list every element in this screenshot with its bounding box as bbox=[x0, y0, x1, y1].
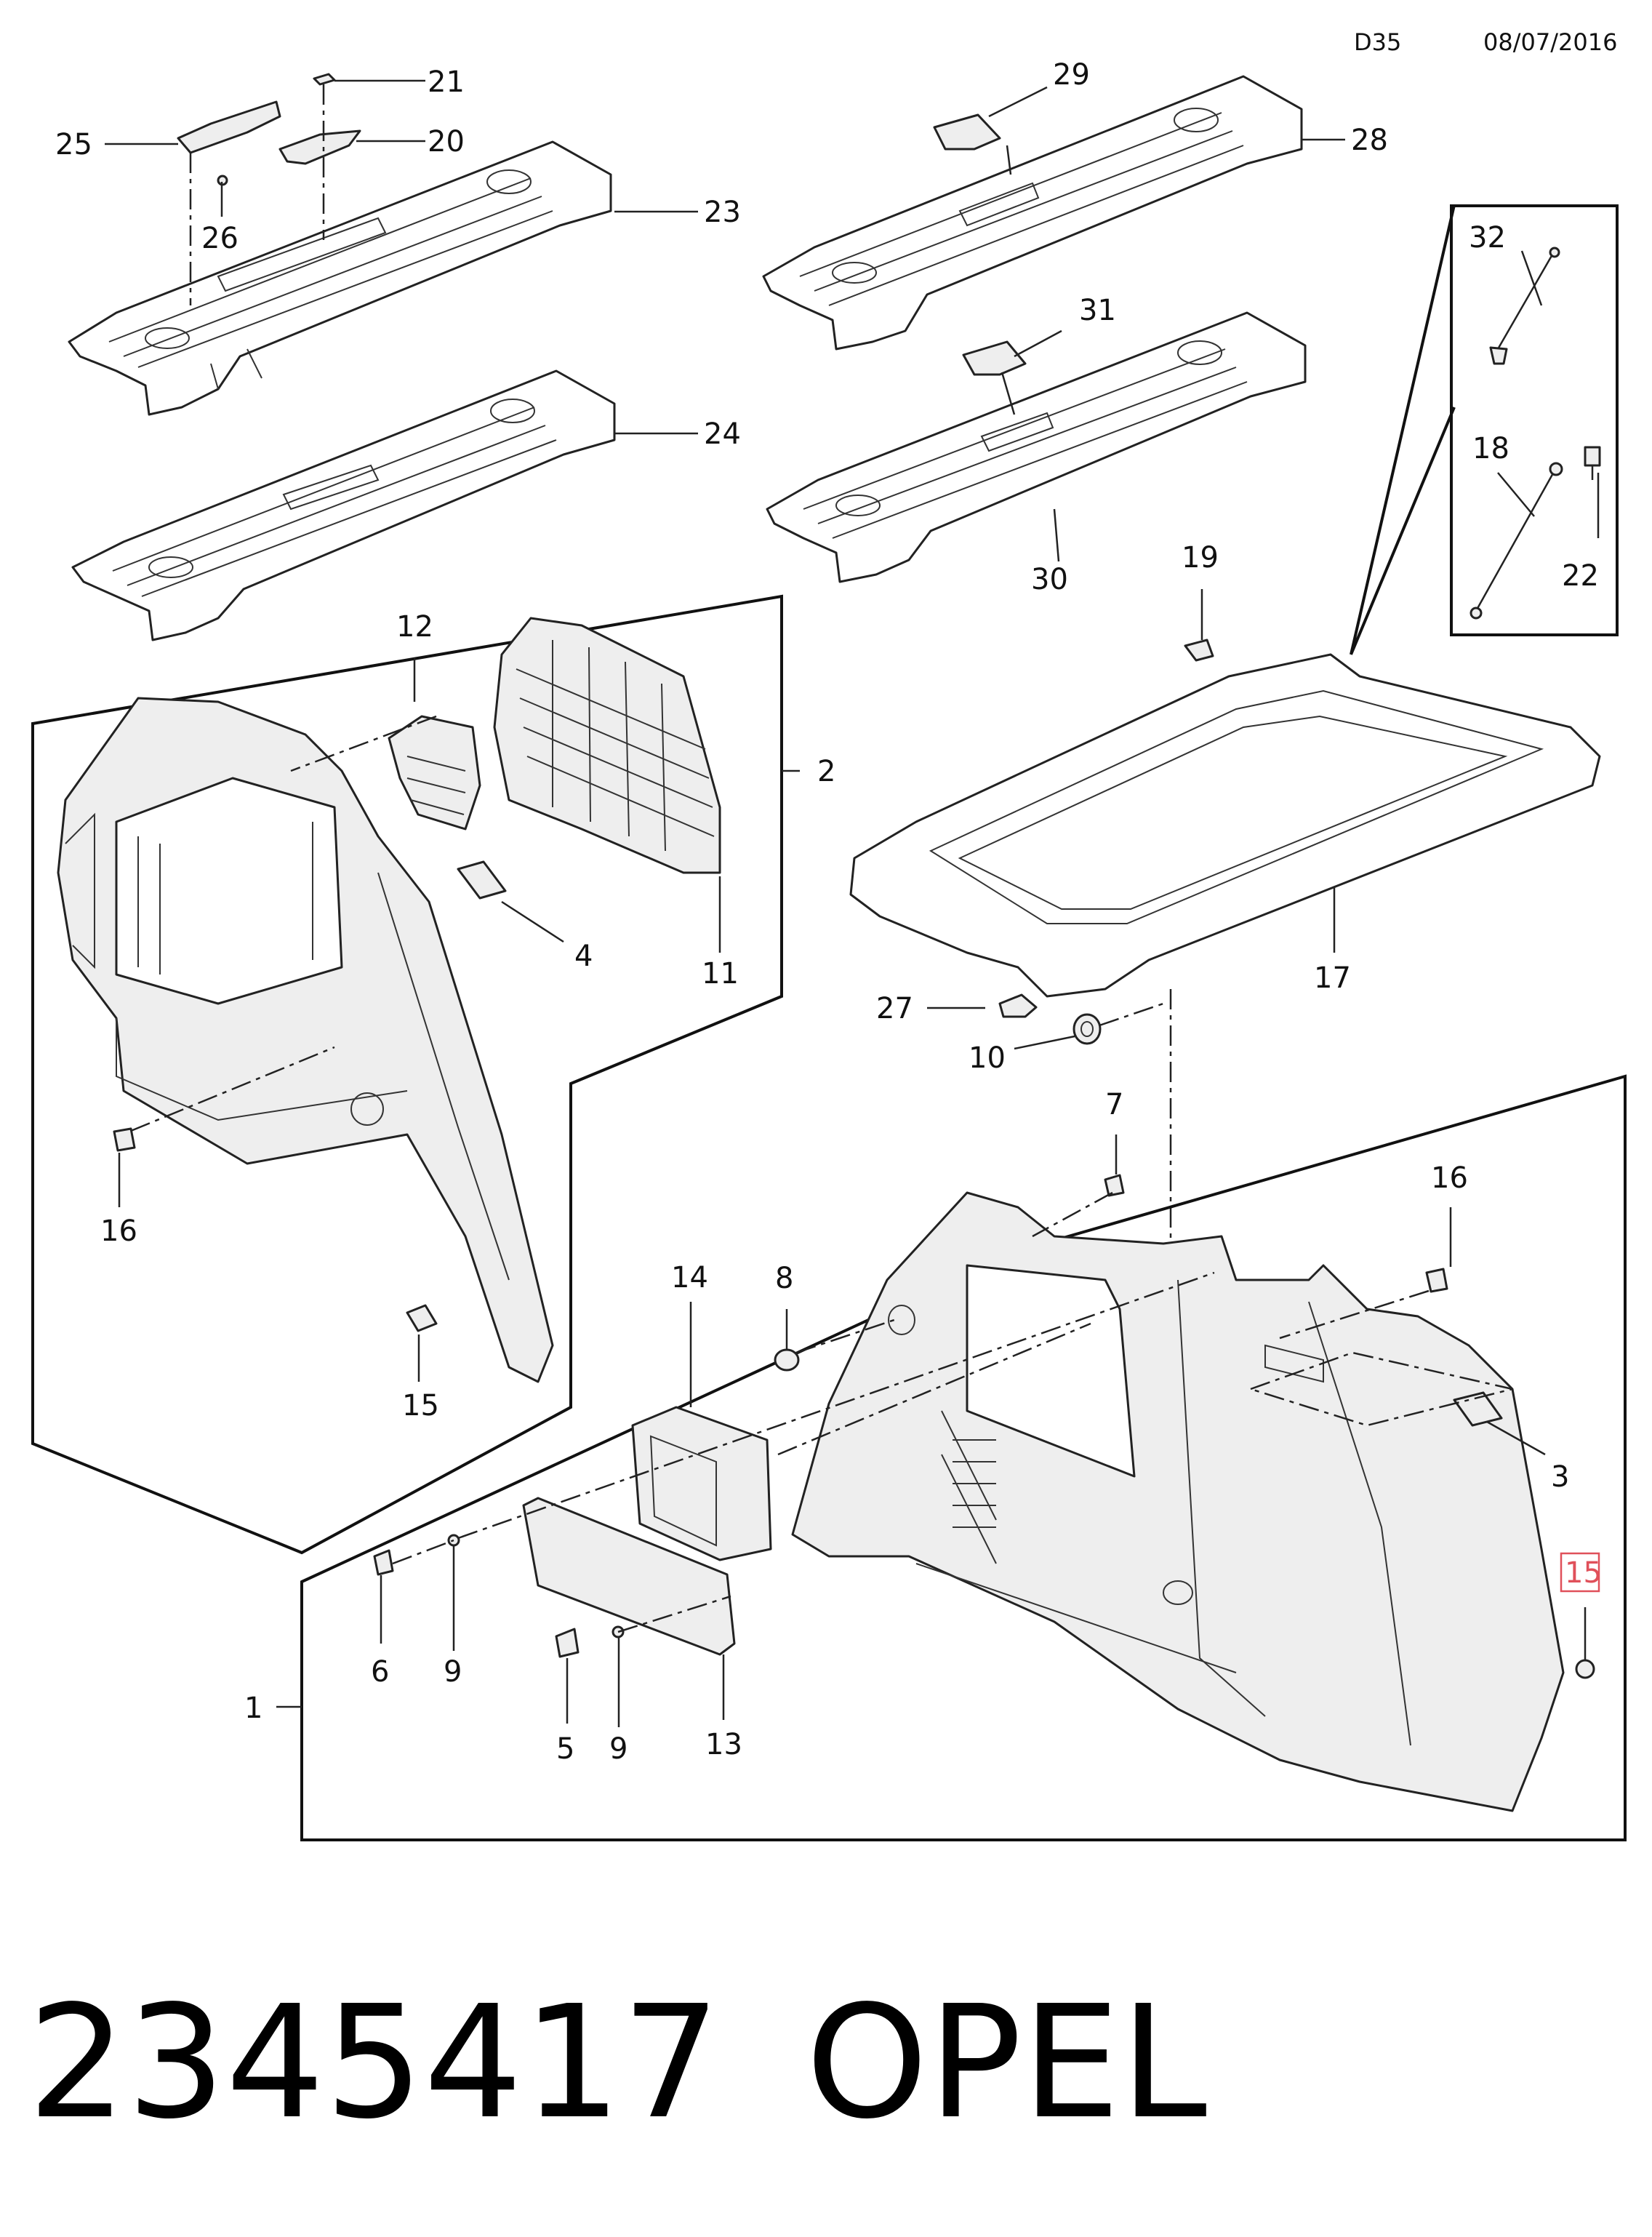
strap-18 bbox=[1469, 462, 1563, 620]
callout-12: 12 bbox=[396, 610, 433, 644]
cap-29 bbox=[933, 113, 1001, 151]
clip-16-left bbox=[113, 1127, 136, 1152]
callout-24: 24 bbox=[704, 417, 741, 451]
dash-9b bbox=[617, 1595, 731, 1633]
callout-15-highlighted: 15 bbox=[1565, 1556, 1602, 1590]
callout-8: 8 bbox=[775, 1262, 793, 1295]
cap-8 bbox=[774, 1348, 800, 1372]
callout-32: 32 bbox=[1469, 221, 1506, 255]
trim-panel-right bbox=[791, 1191, 1565, 1812]
dash-16-right bbox=[1279, 1289, 1430, 1340]
grille-11 bbox=[493, 617, 721, 874]
clip-21 bbox=[313, 73, 336, 86]
callout-20: 20 bbox=[428, 125, 465, 159]
detail-box-tether bbox=[1450, 204, 1619, 636]
cap-links bbox=[1001, 145, 1016, 415]
highlight-box-15 bbox=[1560, 1552, 1600, 1593]
callout-25: 25 bbox=[55, 128, 92, 161]
push-pin-15-right bbox=[1575, 1659, 1595, 1679]
callout-13: 13 bbox=[705, 1728, 742, 1761]
callout-30: 30 bbox=[1031, 563, 1068, 596]
callout-23: 23 bbox=[704, 196, 741, 229]
tether-pointer bbox=[1350, 204, 1456, 655]
callout-26: 26 bbox=[201, 222, 238, 255]
panel-13 bbox=[522, 1497, 736, 1656]
dash-9a bbox=[457, 1271, 1215, 1540]
callout-27: 27 bbox=[876, 992, 913, 1025]
sill-plate-23 bbox=[68, 140, 612, 416]
callout-9-b: 9 bbox=[609, 1732, 627, 1766]
callout-5: 5 bbox=[556, 1732, 574, 1766]
callout-29: 29 bbox=[1053, 58, 1090, 92]
sill-plate-24 bbox=[71, 369, 616, 641]
cover-20 bbox=[278, 129, 361, 165]
dash-10b bbox=[1099, 1002, 1164, 1027]
grommet-10 bbox=[1072, 1013, 1102, 1045]
cargo-cover-17 bbox=[849, 653, 1601, 998]
dash-12 bbox=[290, 715, 437, 772]
sill-plate-30 bbox=[766, 311, 1307, 583]
callout-labels: 25 21 20 26 23 24 29 28 31 30 19 32 18 2… bbox=[55, 58, 1602, 1766]
callout-3: 3 bbox=[1551, 1460, 1569, 1494]
dash-3 bbox=[1248, 1351, 1513, 1427]
panel-12 bbox=[388, 715, 481, 831]
dash-8 bbox=[795, 1318, 895, 1354]
retainer-27 bbox=[998, 993, 1038, 1018]
callout-4: 4 bbox=[574, 940, 593, 973]
clip-6 bbox=[373, 1549, 394, 1576]
diagram-date: 08/07/2016 bbox=[1483, 28, 1617, 56]
dash-16-left bbox=[130, 1046, 335, 1132]
strap-32 bbox=[1489, 247, 1560, 365]
trim-panel-left bbox=[57, 697, 554, 1383]
callout-6: 6 bbox=[371, 1655, 389, 1689]
callout-1: 1 bbox=[244, 1692, 262, 1725]
push-pin-15-left bbox=[406, 1304, 438, 1332]
clip-16-right bbox=[1425, 1268, 1448, 1293]
callout-28: 28 bbox=[1351, 124, 1388, 157]
callout-15-left: 15 bbox=[402, 1389, 439, 1422]
screw-22 bbox=[1584, 446, 1601, 480]
callout-31: 31 bbox=[1079, 294, 1116, 327]
callout-16-right: 16 bbox=[1431, 1161, 1468, 1195]
dash-6 bbox=[392, 1539, 454, 1565]
cover-25 bbox=[177, 100, 281, 154]
cover-14 bbox=[631, 1406, 772, 1561]
frame-assembly-2 bbox=[31, 594, 783, 1555]
clip-5 bbox=[555, 1628, 580, 1658]
callout-22: 22 bbox=[1562, 559, 1599, 593]
brand-name: OPEL bbox=[806, 1972, 1207, 2153]
callout-18: 18 bbox=[1472, 432, 1509, 465]
callout-16-left: 16 bbox=[100, 1214, 137, 1248]
callout-11: 11 bbox=[702, 957, 739, 991]
callout-17: 17 bbox=[1314, 961, 1351, 995]
clip-7 bbox=[1104, 1174, 1125, 1197]
callout-19: 19 bbox=[1182, 541, 1219, 575]
dash-14 bbox=[777, 1322, 1091, 1456]
callout-2: 2 bbox=[817, 755, 835, 788]
sill-plate-28 bbox=[762, 75, 1303, 351]
diagram-code: D35 bbox=[1354, 28, 1401, 56]
cap-31 bbox=[962, 340, 1027, 376]
cover-4 bbox=[457, 860, 507, 900]
callout-9-a: 9 bbox=[444, 1655, 462, 1689]
clip-19 bbox=[1184, 639, 1214, 662]
dash-7 bbox=[1032, 1191, 1113, 1238]
leader-lines bbox=[105, 79, 1600, 1727]
callout-10: 10 bbox=[969, 1041, 1006, 1075]
part-number: 2345417 bbox=[28, 1972, 721, 2153]
callout-21: 21 bbox=[428, 65, 465, 99]
callout-14: 14 bbox=[671, 1261, 708, 1294]
callout-7: 7 bbox=[1105, 1088, 1123, 1121]
